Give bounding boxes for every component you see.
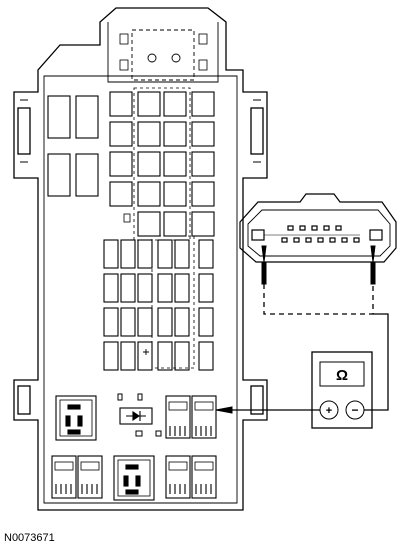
relay-probe [215, 406, 233, 414]
negative-terminal-label: − [351, 403, 358, 417]
diode-symbol [119, 407, 153, 425]
harness-connector [239, 193, 397, 263]
fuse-box [13, 7, 268, 511]
ohmmeter [311, 351, 373, 429]
connector-probes [261, 245, 376, 285]
positive-terminal-label: + [326, 405, 332, 417]
fuse-grid-lower [103, 235, 214, 371]
small-markings [117, 393, 162, 437]
relay-socket-left [55, 395, 97, 441]
fuse-grid-upper [109, 87, 215, 241]
fuse-row-bottom [51, 455, 217, 501]
ohm-symbol: Ω [336, 367, 348, 384]
figure-id-label: N0073671 [4, 532, 55, 544]
relay-sockets-right [165, 395, 217, 439]
test-leads [232, 284, 389, 411]
relay-block-left [47, 95, 99, 197]
